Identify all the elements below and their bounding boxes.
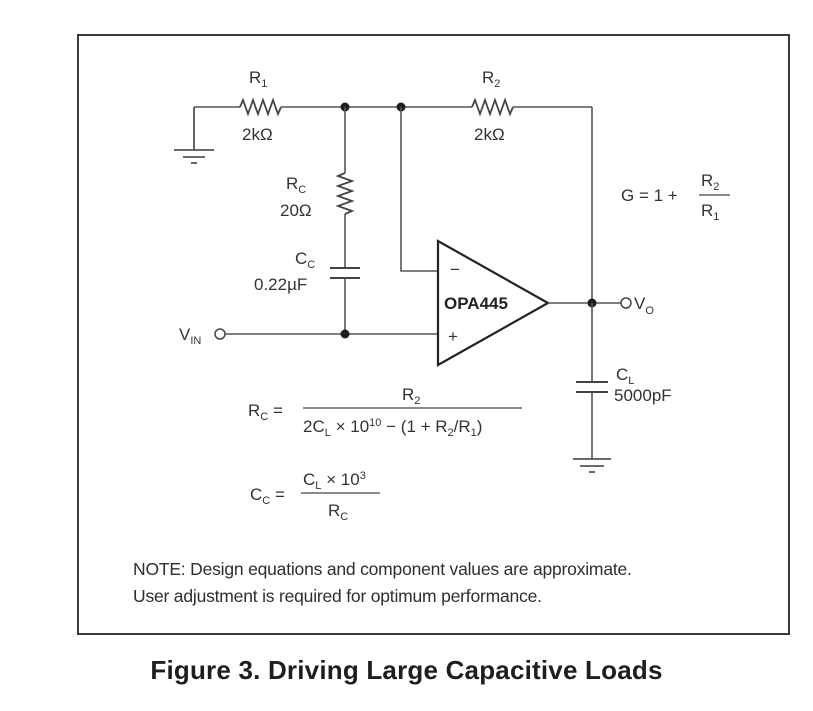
cc-value: 0.22µF (254, 275, 307, 294)
vin-label: VIN (179, 325, 201, 347)
svg-text:R2: R2 (701, 171, 719, 193)
ground-symbol-left (174, 107, 214, 164)
vo-terminal (620, 297, 632, 309)
note-line-1: NOTE: Design equations and component val… (133, 559, 632, 579)
cc-label: CC (295, 249, 315, 271)
capacitor-cl (576, 381, 608, 393)
svg-text:R2: R2 (402, 385, 420, 407)
note-line-2: User adjustment is required for optimum … (133, 586, 542, 606)
rc-value: 20Ω (280, 201, 312, 220)
cl-value: 5000pF (614, 386, 672, 405)
svg-text:CL × 103: CL × 103 (303, 470, 366, 492)
svg-text:RC: RC (328, 501, 348, 523)
gain-equation: G = 1 + R2 R1 (621, 171, 730, 223)
ground-symbol-right (573, 458, 611, 473)
r2-label: R2 (482, 68, 500, 90)
svg-text:G = 1 +: G = 1 + (621, 186, 678, 205)
figure-frame (77, 34, 790, 635)
r2-value: 2kΩ (474, 125, 505, 144)
cl-label: CL (616, 365, 634, 387)
svg-text:RC =: RC = (248, 401, 283, 423)
opamp-label: OPA445 (444, 294, 508, 313)
r1-value: 2kΩ (242, 125, 273, 144)
resistor-r2 (471, 97, 514, 117)
figure-caption: Figure 3. Driving Large Capacitive Loads (150, 655, 663, 685)
capacitor-cc (330, 267, 360, 279)
svg-text:2CL × 1010 − (1 + R2/R1): 2CL × 1010 − (1 + R2/R1) (303, 417, 482, 439)
rc-equation: RC = R2 2CL × 1010 − (1 + R2/R1) (248, 385, 522, 439)
resistor-rc (335, 172, 355, 215)
vin-terminal (214, 328, 226, 340)
opamp-inverting-sign: − (450, 260, 460, 279)
opamp-noninverting-sign: + (448, 327, 458, 346)
rc-label: RC (286, 174, 306, 196)
svg-text:R1: R1 (701, 201, 719, 223)
junction-node-3 (340, 329, 350, 339)
opamp-opa445 (436, 239, 551, 367)
cc-equation: CC = CL × 103 RC (250, 470, 380, 523)
vo-label: VO (634, 294, 654, 317)
design-note: NOTE: Design equations and component val… (133, 556, 632, 610)
wire-inverting-input (400, 107, 438, 272)
resistor-r1 (239, 97, 282, 117)
r1-label: R1 (249, 68, 267, 90)
svg-text:CC =: CC = (250, 485, 285, 507)
